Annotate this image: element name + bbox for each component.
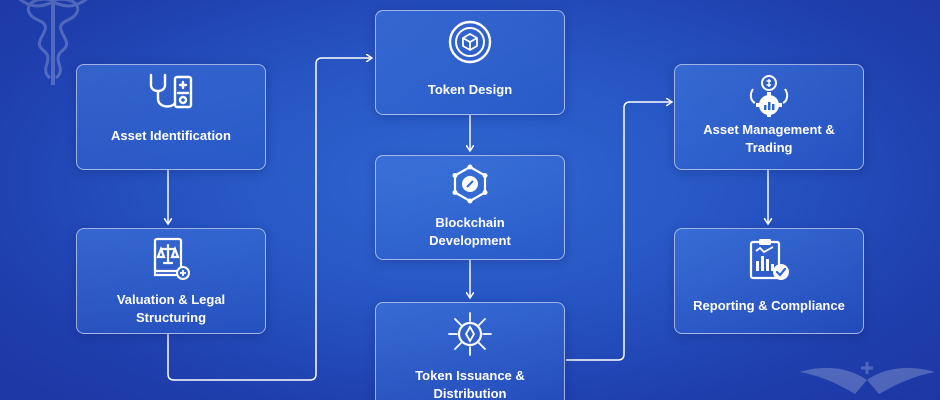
asset-trading-gear-icon: [745, 73, 793, 117]
caduceus-watermark-icon: [18, 0, 88, 85]
connector-valuation-to-token-design: [167, 58, 372, 381]
connector-issuance-to-asset-management: [566, 102, 672, 361]
step-label: Valuation & Legal Structuring: [116, 292, 226, 325]
step-label: Asset Identification: [111, 128, 231, 143]
step-valuation-legal-structuring: Valuation & Legal Structuring: [76, 228, 266, 334]
step-asset-management-trading: Asset Management & Trading: [674, 64, 864, 170]
step-token-design: Token Design: [375, 10, 565, 115]
token-distribution-icon: [447, 311, 493, 357]
step-label: Token Issuance & Distribution: [415, 368, 525, 400]
step-label: Blockchain Development: [429, 215, 511, 248]
step-blockchain-development: Blockchain Development: [375, 155, 565, 260]
wings-watermark-icon: [800, 362, 935, 394]
step-label: Asset Management & Trading: [703, 122, 835, 155]
report-clipboard-icon: [746, 237, 792, 283]
step-reporting-compliance: Reporting & Compliance: [674, 228, 864, 334]
step-asset-identification: Asset Identification: [76, 64, 266, 170]
blockchain-gear-icon: [450, 164, 490, 204]
step-token-issuance-distribution: Token Issuance & Distribution: [375, 302, 565, 400]
token-cube-icon: [447, 19, 493, 65]
step-label: Token Design: [427, 82, 513, 97]
step-label: Reporting & Compliance: [693, 298, 845, 313]
law-book-scales-icon: [149, 237, 193, 281]
stethoscope-device-icon: [145, 73, 197, 113]
